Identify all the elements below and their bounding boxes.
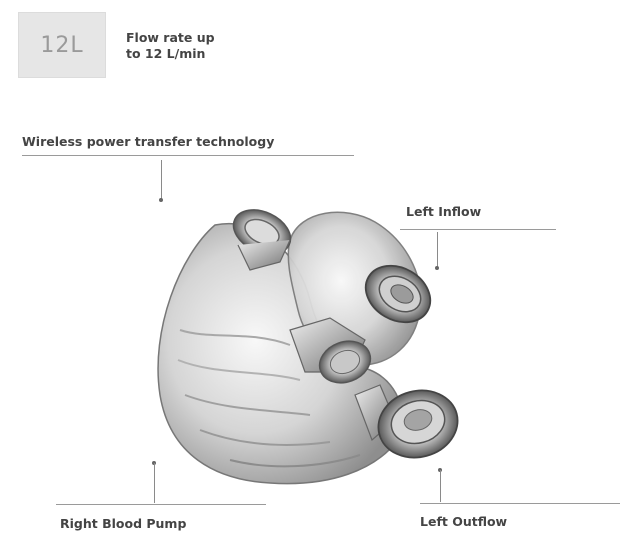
label-wireless: Wireless power transfer technology [22, 134, 274, 149]
pointer-left-inflow [437, 232, 438, 268]
rule-left-inflow [400, 229, 556, 230]
rule-right-pump [56, 504, 266, 505]
rule-left-outflow [420, 503, 620, 504]
pointer-wireless [161, 160, 162, 200]
label-left-inflow: Left Inflow [406, 204, 481, 219]
label-left-outflow: Left Outflow [420, 514, 507, 529]
pointer-dot-wireless [159, 198, 163, 202]
label-right-pump: Right Blood Pump [60, 516, 186, 531]
rule-wireless [22, 155, 354, 156]
pointer-right-pump [154, 463, 155, 503]
pointer-left-outflow [440, 470, 441, 502]
pointer-dot-left-inflow [435, 266, 439, 270]
